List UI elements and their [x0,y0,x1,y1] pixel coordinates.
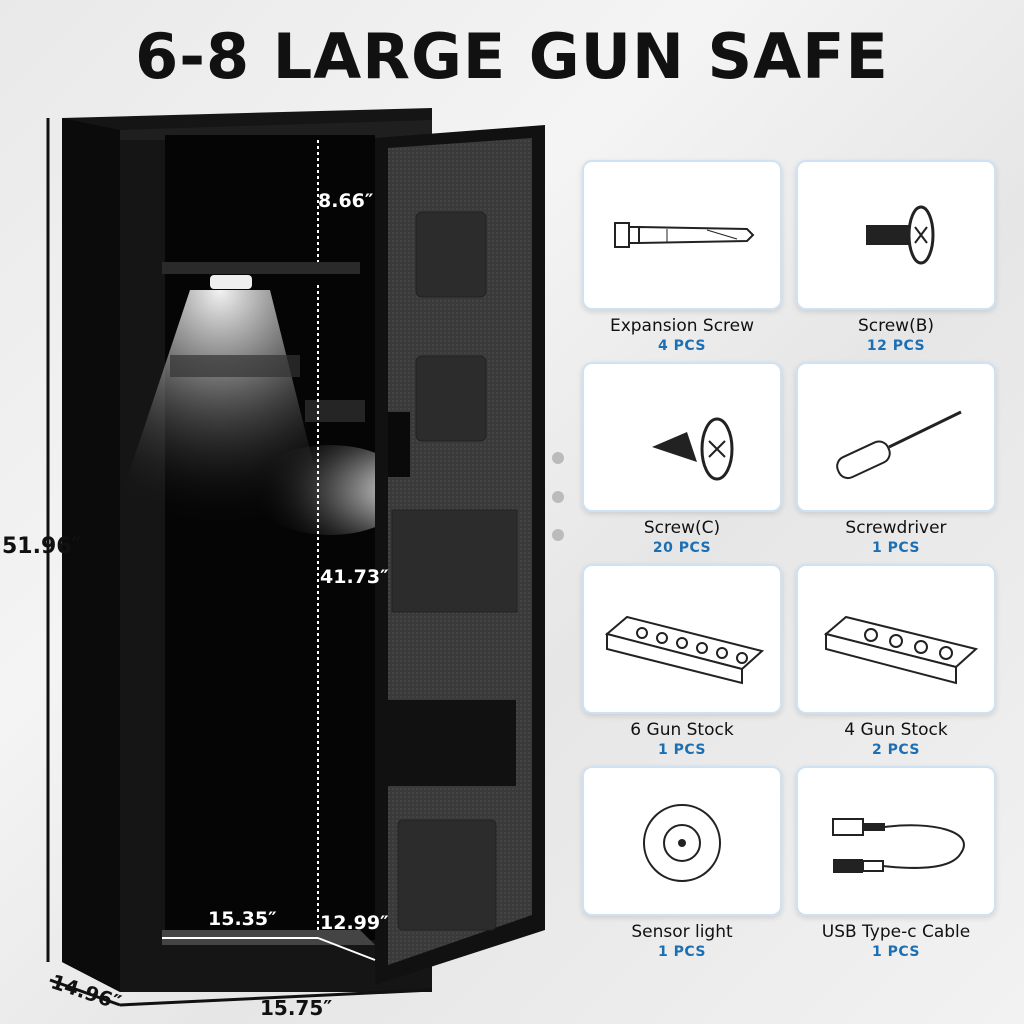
accessory-expansion-screw: Expansion Screw 4 PCS [582,160,782,354]
accessory-qty: 20 PCS [652,540,712,556]
screw-b-icon [866,205,935,265]
dimension-outer-width: 15.75″ [260,996,333,1020]
accessory-usb-cable: USB Type-c Cable 1 PCS [796,766,996,960]
page-title: 6-8 LARGE GUN SAFE [135,20,889,93]
accessory-qty: 1 PCS [658,944,706,960]
accessory-qty: 1 PCS [872,944,920,960]
accessory-screw-c: Screw(C) 20 PCS [582,362,782,556]
four-gun-stock-icon [823,615,979,685]
usb-cable-icon [832,818,965,873]
accessory-sensor-light: Sensor light 1 PCS [582,766,782,960]
screw-c-icon [652,417,734,481]
accessory-name: Screw(C) [643,518,721,538]
accessory-name: Screwdriver [845,518,947,538]
gun-safe-illustration [46,108,564,1007]
sensor-light-icon [643,804,721,882]
accessory-qty: 2 PCS [872,742,920,758]
dimension-top-compartment: 8.66″ [318,190,374,212]
accessory-name: Expansion Screw [609,316,755,336]
accessory-name: USB Type-c Cable [821,922,971,942]
accessory-name: Sensor light [631,922,733,942]
accessory-screw-b: Screw(B) 12 PCS [796,160,996,354]
accessory-qty: 1 PCS [658,742,706,758]
accessory-six-gun-stock: 6 Gun Stock 1 PCS [582,564,782,758]
dimension-main-compartment: 41.73″ [320,566,389,588]
accessory-qty: 12 PCS [866,338,926,354]
accessory-name: Screw(B) [857,316,935,336]
accessory-qty: 1 PCS [872,540,920,556]
dimension-inner-width: 15.35″ [208,908,277,930]
dimension-total-height: 51.96″ [2,534,82,559]
accessory-screwdriver: Screwdriver 1 PCS [796,362,996,556]
shelf [162,262,360,274]
accessory-name: 4 Gun Stock [844,720,948,740]
six-gun-stock-icon [604,615,765,685]
accessory-qty: 4 PCS [658,338,706,354]
expansion-screw-icon [614,222,755,248]
dimension-inner-depth: 12.99″ [320,912,389,934]
screwdriver-icon [836,410,962,480]
accessory-four-gun-stock: 4 Gun Stock 2 PCS [796,564,996,758]
accessory-name: 6 Gun Stock [630,720,734,740]
